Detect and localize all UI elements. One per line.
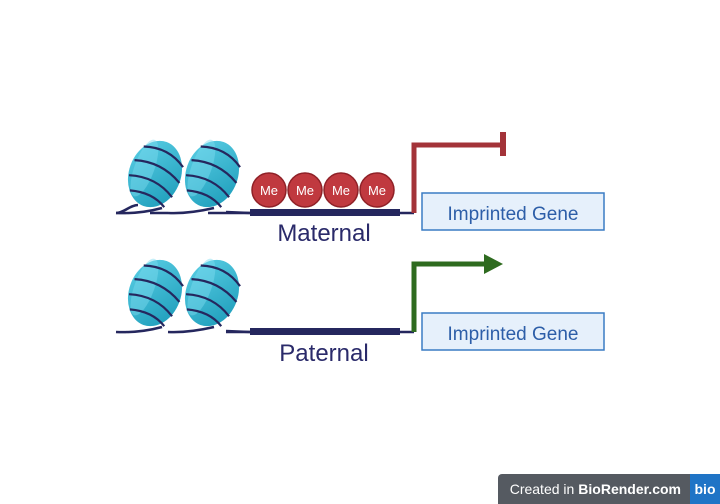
methyl-mark: Me	[287, 172, 323, 208]
methyl-mark-label: Me	[260, 183, 278, 198]
paternal-promoter-region	[250, 328, 400, 335]
maternal-label: Maternal	[277, 220, 370, 247]
nucleosome-linker	[115, 325, 251, 334]
repressed-promoter-arrow	[411, 142, 503, 213]
nucleosome	[127, 139, 184, 208]
maternal-gene-label: Imprinted Gene	[448, 204, 579, 225]
paternal-label: Paternal	[279, 340, 368, 367]
methyl-mark: Me	[251, 172, 287, 208]
biorender-logo-icon: bio	[690, 474, 720, 504]
badge-prefix: Created in	[509, 481, 575, 497]
badge-text: Created in BioRender.com	[497, 474, 690, 504]
nucleosome	[127, 258, 184, 327]
paternal-allele: Imprinted Gene Paternal	[115, 254, 605, 367]
methyl-mark-label: Me	[296, 183, 314, 198]
nucleosome	[184, 258, 241, 327]
methyl-mark-label: Me	[332, 183, 350, 198]
paternal-gene-box	[421, 312, 605, 351]
active-promoter-arrow	[411, 261, 486, 332]
methyl-mark: Me	[323, 172, 359, 208]
active-arrowhead	[484, 254, 503, 274]
nucleosome	[184, 139, 241, 208]
badge-brand: BioRender.com	[578, 481, 681, 497]
paternal-gene-label: Imprinted Gene	[448, 324, 579, 345]
methyl-mark-label: Me	[368, 183, 386, 198]
nucleosome-linker	[115, 206, 251, 215]
methyl-mark: Me	[359, 172, 395, 208]
maternal-allele: Me Me Me Me Imprinted Gene Maternal	[115, 132, 605, 247]
maternal-gene-box	[421, 192, 605, 231]
biorender-badge[interactable]: Created in BioRender.com bio	[497, 474, 720, 504]
maternal-promoter-region	[250, 209, 400, 216]
